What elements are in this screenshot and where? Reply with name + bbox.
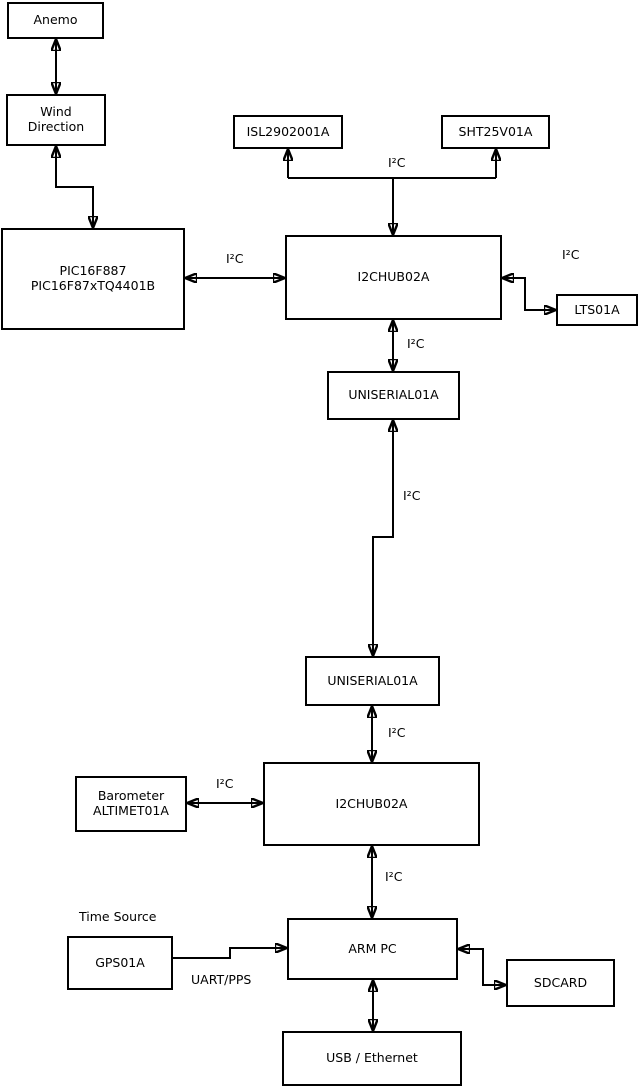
node-isl2902001a: ISL2902001A: [233, 115, 343, 149]
edge-gps-armpc: [173, 948, 287, 959]
node-label: Direction: [27, 119, 85, 134]
label-i2c-hub2-armpc: I²C: [385, 869, 403, 884]
node-label: USB / Ethernet: [326, 1050, 418, 1066]
node-sdcard: SDCARD: [506, 959, 615, 1007]
node-wind-direction: Wind Direction: [6, 94, 106, 146]
label-i2c-uniserial-hub2: I²C: [388, 725, 406, 740]
node-usb-ethernet: USB / Ethernet: [282, 1031, 462, 1086]
node-label: SHT25V01A: [458, 123, 533, 139]
node-label: GPS01A: [95, 954, 145, 970]
node-label: UNISERIAL01A: [327, 672, 418, 688]
label-i2c-barometer-hub2: I²C: [216, 776, 234, 791]
node-lts01a: LTS01A: [556, 294, 638, 326]
edge-uniserial-link: [373, 420, 393, 656]
node-label: Wind: [40, 104, 72, 120]
node-label: PIC16F87xTQ4401B: [30, 278, 156, 293]
node-uniserial-upper: UNISERIAL01A: [327, 371, 460, 420]
label-i2c-hub-uniserial: I²C: [407, 336, 425, 351]
node-label: ARM PC: [348, 940, 397, 956]
node-label: UNISERIAL01A: [348, 387, 439, 403]
label-i2c-sensor-bus: I²C: [388, 155, 406, 170]
node-pic: PIC16F887 PIC16F87xTQ4401B: [1, 228, 185, 330]
node-i2chub-lower: I2CHUB02A: [263, 762, 480, 846]
label-i2c-uniserial-link: I²C: [403, 488, 421, 503]
edge-hub-upper-lts: [502, 278, 556, 310]
node-label: SDCARD: [533, 974, 588, 990]
node-anemo: Anemo: [7, 2, 104, 39]
edge-armpc-sdcard: [458, 949, 506, 985]
edge-wind-pic: [56, 146, 93, 228]
node-label: Barometer: [97, 788, 165, 804]
node-gps01a: GPS01A: [67, 936, 173, 990]
node-barometer: Barometer ALTIMET01A: [75, 776, 187, 832]
label-i2c-pic-hub: I²C: [226, 251, 244, 266]
label-time-source: Time Source: [79, 909, 157, 924]
node-label: PIC16F887: [59, 263, 127, 279]
node-label: ISL2902001A: [246, 123, 330, 139]
label-i2c-hub-lts: I²C: [562, 247, 580, 262]
node-label: ALTIMET01A: [93, 803, 169, 818]
node-label: Anemo: [33, 12, 78, 28]
node-uniserial-lower: UNISERIAL01A: [305, 656, 440, 706]
node-i2chub-upper: I2CHUB02A: [285, 235, 502, 320]
node-label: LTS01A: [574, 301, 620, 317]
node-sht25v01a: SHT25V01A: [441, 115, 550, 149]
node-label: I2CHUB02A: [335, 795, 408, 811]
label-uart-pps: UART/PPS: [191, 972, 252, 987]
node-arm-pc: ARM PC: [287, 918, 458, 980]
node-label: I2CHUB02A: [357, 269, 430, 285]
